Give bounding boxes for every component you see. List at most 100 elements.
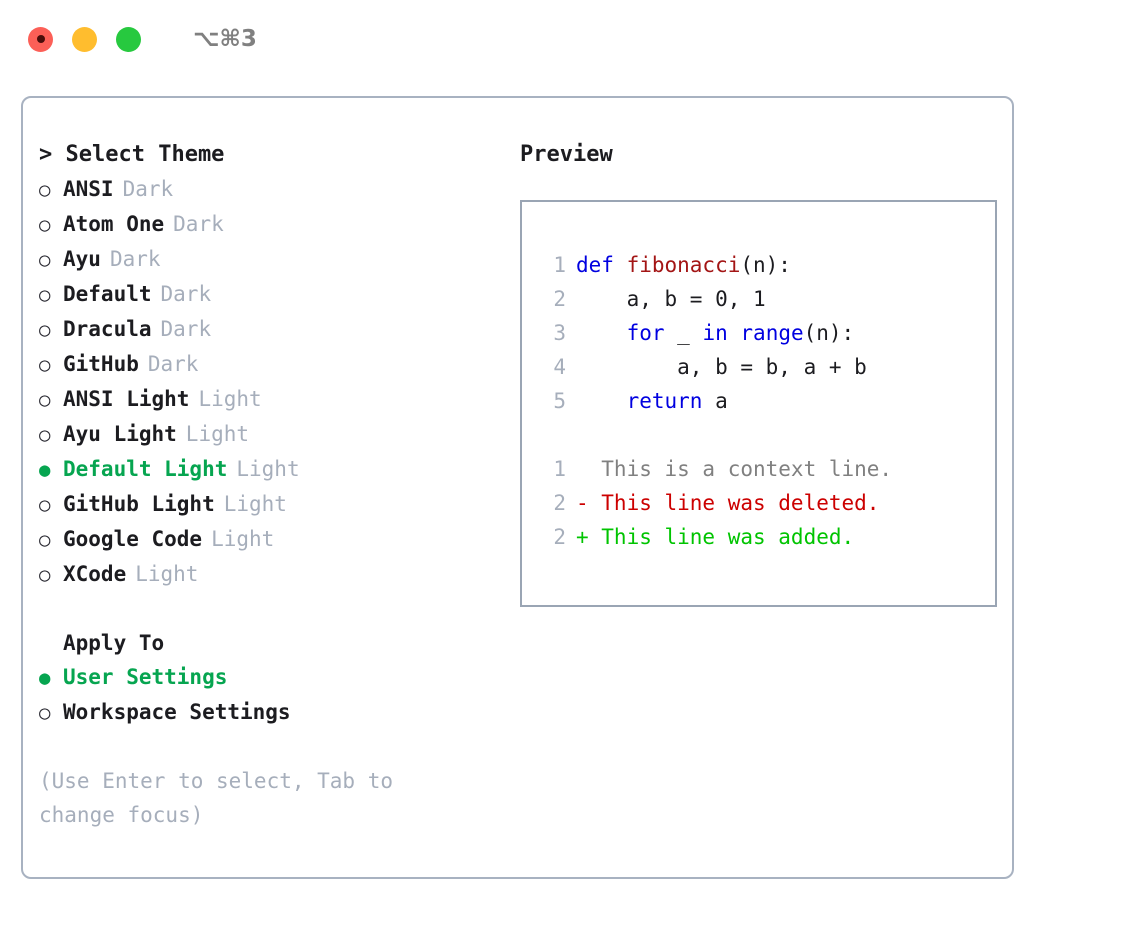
theme-list-item[interactable]: ● Default Light Light <box>39 452 501 487</box>
code-token-plain: (n): <box>803 321 855 345</box>
diff-sample: 1 This is a context line. 2 - This line wa… <box>538 452 995 554</box>
code-text: a, b = b, a + b <box>576 350 867 384</box>
line-number: 3 <box>553 321 566 345</box>
close-button[interactable] <box>28 26 53 52</box>
preview-title: Preview <box>520 142 613 167</box>
radio-selected-icon[interactable]: ● <box>39 459 51 481</box>
code-line: 3 for _ in range(n): <box>538 316 995 350</box>
theme-name-label: Ayu <box>63 247 101 271</box>
apply-to-item[interactable]: ●User Settings <box>39 660 501 695</box>
code-token-plain <box>576 389 627 413</box>
theme-kind-badge: Dark <box>122 177 174 201</box>
code-token-plain <box>728 321 741 345</box>
theme-name-label: ANSI <box>63 177 114 201</box>
theme-kind-badge: Light <box>211 527 275 551</box>
theme-list-item[interactable]: ○ GitHub Dark <box>39 347 501 382</box>
radio-unselected-icon[interactable]: ○ <box>39 249 51 271</box>
code-token-plain: (n): <box>740 253 791 277</box>
theme-kind-badge: Dark <box>147 352 199 376</box>
theme-list-item[interactable]: ○ Google Code Light <box>39 522 501 557</box>
theme-kind-badge: Dark <box>160 282 212 306</box>
keyboard-shortcut-label: ⌥⌘3 <box>193 26 257 52</box>
code-diff-spacer <box>538 418 995 452</box>
apply-to-item[interactable]: ○Workspace Settings <box>39 695 501 730</box>
radio-unselected-icon[interactable]: ○ <box>39 494 51 516</box>
theme-list-item[interactable]: ○ ANSI Dark <box>39 172 501 207</box>
radio-unselected-icon[interactable]: ○ <box>39 284 51 306</box>
diff-text-add: + This line was added. <box>576 525 855 549</box>
line-number: 2 <box>553 491 566 515</box>
code-token-fn: fibonacci <box>626 253 741 277</box>
theme-name-label: Default Light <box>63 457 228 481</box>
code-text: for _ in range(n): <box>576 316 855 350</box>
theme-kind-badge: Light <box>185 422 250 446</box>
theme-list-item[interactable]: ○ Ayu Dark <box>39 242 501 277</box>
theme-name-label: Default <box>63 282 152 306</box>
code-token-plain: a <box>702 389 728 413</box>
code-token-kw: range <box>740 321 804 345</box>
theme-list-item[interactable]: ○ Atom One Dark <box>39 207 501 242</box>
radio-unselected-icon[interactable]: ○ <box>39 179 51 201</box>
theme-name-label: Google Code <box>63 527 203 551</box>
diff-text-ctx: This is a context line. <box>576 457 893 481</box>
theme-name-label: GitHub <box>63 352 139 376</box>
page-title: > Select Theme <box>39 142 225 167</box>
theme-kind-badge: Dark <box>160 317 212 341</box>
theme-name-label: Ayu Light <box>63 422 177 446</box>
code-token-kw: return <box>626 389 703 413</box>
theme-kind-badge: Dark <box>109 247 161 271</box>
diff-line: 2 + This line was added. <box>538 520 995 554</box>
theme-name-label: XCode <box>63 562 127 586</box>
keyboard-hint-text: (Use Enter to select, Tab to change focu… <box>39 769 406 827</box>
code-token-plain: _ <box>664 321 703 345</box>
line-number: 1 <box>553 253 566 277</box>
code-token-kw: in <box>702 321 728 345</box>
code-token-kw: def <box>576 253 627 277</box>
code-text: a, b = 0, 1 <box>576 282 766 316</box>
theme-list-item[interactable]: ○ GitHub Light Light <box>39 487 501 522</box>
minimize-button[interactable] <box>72 26 97 52</box>
theme-kind-badge: Light <box>198 387 262 411</box>
theme-list-item[interactable]: ○ Ayu Light Light <box>39 417 501 452</box>
code-line: 2 a, b = 0, 1 <box>538 282 995 316</box>
radio-unselected-icon[interactable]: ○ <box>39 354 51 376</box>
code-line: 4 a, b = b, a + b <box>538 350 995 384</box>
theme-kind-badge: Light <box>236 457 300 481</box>
code-line: 5 return a <box>538 384 995 418</box>
line-number: 2 <box>553 287 566 311</box>
theme-name-label: ANSI Light <box>63 387 190 411</box>
radio-unselected-icon[interactable]: ○ <box>39 529 51 551</box>
code-token-plain: a, b = 0, 1 <box>576 287 766 311</box>
code-token-kw: for <box>626 321 665 345</box>
diff-line: 1 This is a context line. <box>538 452 995 486</box>
maximize-button[interactable] <box>116 26 141 52</box>
section-spacer <box>39 592 501 626</box>
radio-unselected-icon[interactable]: ○ <box>39 319 51 341</box>
theme-name-label: GitHub Light <box>63 492 215 516</box>
theme-list-item[interactable]: ○ Default Dark <box>39 277 501 312</box>
code-text: return a <box>576 384 728 418</box>
line-number: 4 <box>553 355 566 379</box>
radio-unselected-icon[interactable]: ○ <box>39 702 51 724</box>
radio-unselected-icon[interactable]: ○ <box>39 214 51 236</box>
theme-kind-badge: Dark <box>173 212 224 236</box>
radio-unselected-icon[interactable]: ○ <box>39 389 51 411</box>
line-number: 2 <box>553 525 566 549</box>
radio-selected-icon[interactable]: ● <box>39 667 51 689</box>
window-titlebar: ⌥⌘3 <box>0 0 1140 78</box>
line-number: 1 <box>553 457 566 481</box>
theme-list-item[interactable]: ○ ANSI Light Light <box>39 382 501 417</box>
radio-unselected-icon[interactable]: ○ <box>39 564 51 586</box>
apply-to-list: ●User Settings○Workspace Settings <box>39 660 501 730</box>
theme-name-label: Atom One <box>63 212 165 236</box>
theme-kind-badge: Light <box>223 492 287 516</box>
radio-unselected-icon[interactable]: ○ <box>39 424 51 446</box>
diff-text-del: - This line was deleted. <box>576 491 880 515</box>
